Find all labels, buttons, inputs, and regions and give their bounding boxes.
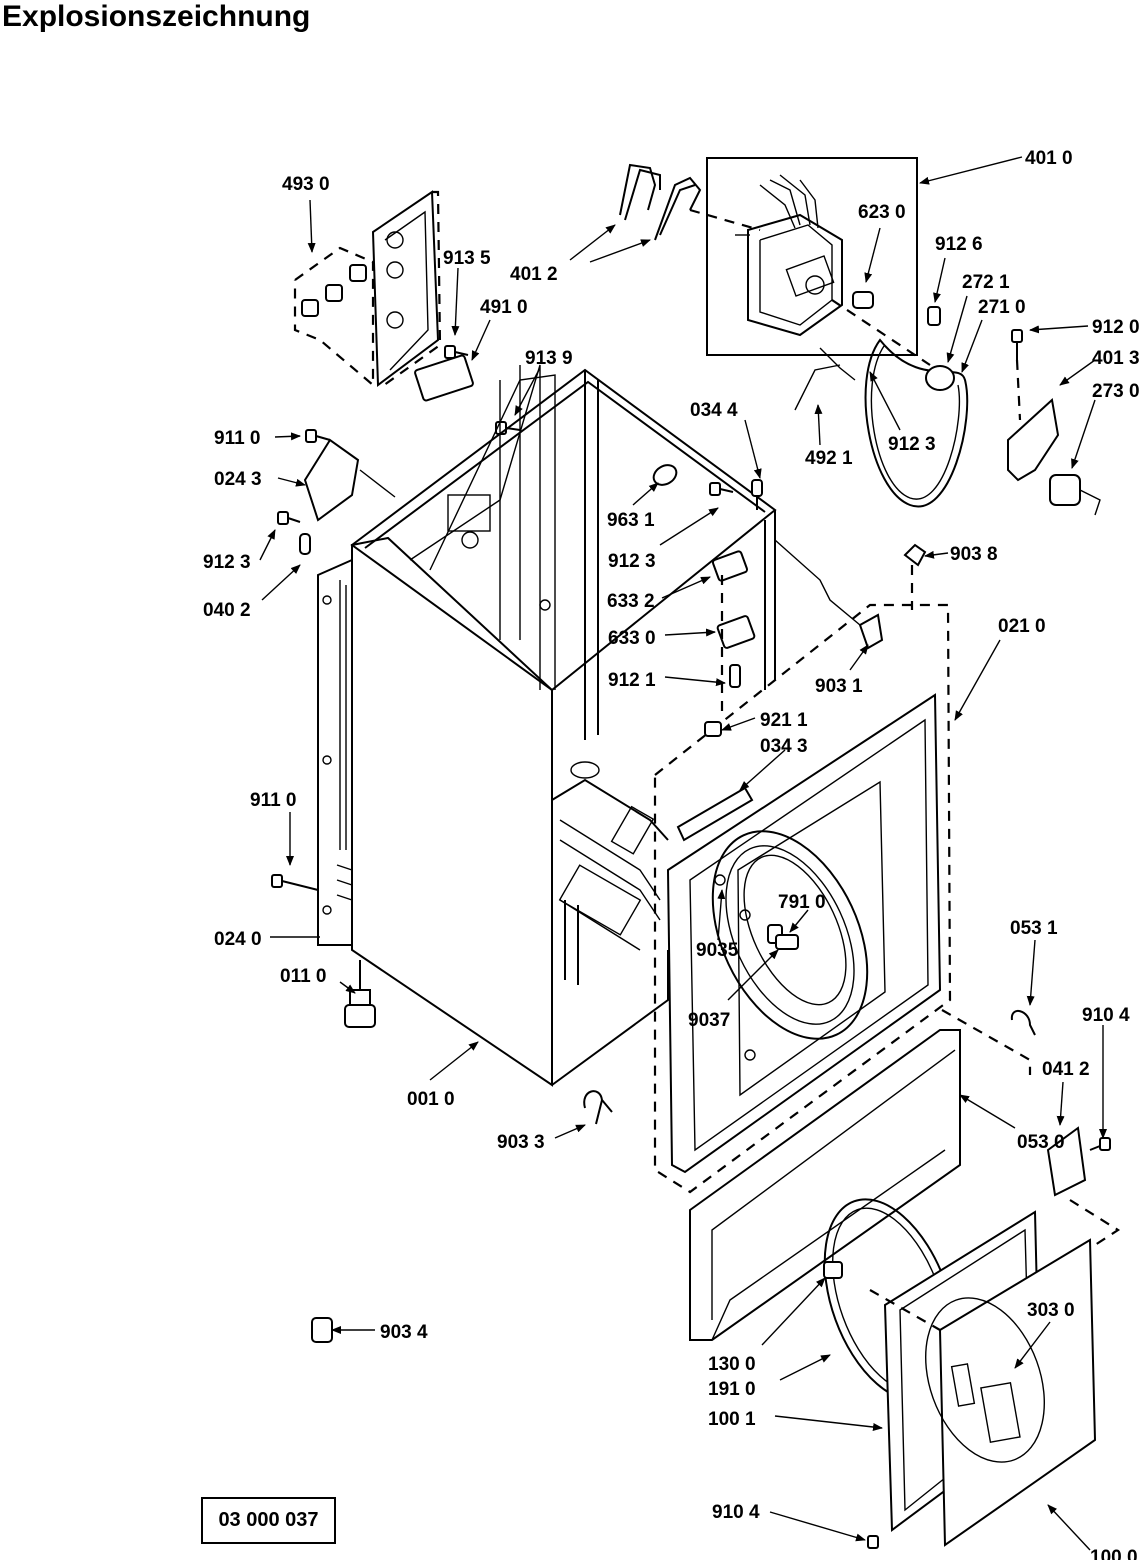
label-921-1: 921 1 xyxy=(760,710,808,731)
label-271-0: 271 0 xyxy=(978,297,1026,318)
label-623-0: 623 0 xyxy=(858,202,906,223)
label-903-3: 903 3 xyxy=(497,1132,545,1153)
label-401-2: 401 2 xyxy=(510,264,558,285)
label-633-2: 633 2 xyxy=(607,591,655,612)
label-903-4: 903 4 xyxy=(380,1322,428,1343)
leader-lines xyxy=(259,156,1107,1551)
label-001-0: 001 0 xyxy=(407,1089,455,1110)
label-911-0-top: 911 0 xyxy=(214,428,261,449)
label-912-0: 912 0 xyxy=(1092,317,1140,338)
drive-belt xyxy=(794,306,969,508)
side-rail xyxy=(317,558,353,946)
motor-assembly xyxy=(619,157,931,366)
label-273-0: 273 0 xyxy=(1092,381,1140,402)
label-053-1: 053 1 xyxy=(1010,918,1058,939)
cover-plate xyxy=(303,438,396,522)
drawing-reference-number: 03 000 037 xyxy=(201,1497,336,1544)
label-053-0: 053 0 xyxy=(1017,1132,1065,1153)
label-040-2: 040 2 xyxy=(203,600,251,621)
label-493-0: 493 0 xyxy=(282,174,330,195)
part-labels: 493 0 913 5 491 0 401 2 401 0 623 0 912 … xyxy=(203,148,1140,1560)
label-913-5: 913 5 xyxy=(443,248,491,269)
label-011-0: 011 0 xyxy=(280,966,327,987)
label-272-1: 272 1 xyxy=(962,272,1010,293)
label-633-0: 633 0 xyxy=(608,628,656,649)
label-963-1: 963 1 xyxy=(607,510,655,531)
label-401-0: 401 0 xyxy=(1025,148,1073,169)
label-912-3-left: 912 3 xyxy=(203,552,251,573)
label-9035: 9035 xyxy=(696,940,739,961)
label-903-8: 903 8 xyxy=(950,544,998,565)
foot xyxy=(344,960,376,1028)
label-912-3-belt: 912 3 xyxy=(888,434,936,455)
label-910-4-bottom: 910 4 xyxy=(712,1502,760,1523)
label-130-0: 130 0 xyxy=(708,1354,756,1375)
label-100-1: 100 1 xyxy=(708,1409,756,1430)
label-913-9: 913 9 xyxy=(525,348,573,369)
label-041-2: 041 2 xyxy=(1042,1059,1090,1080)
label-903-1: 903 1 xyxy=(815,676,863,697)
label-791-0: 791 0 xyxy=(778,892,826,913)
label-021-0: 021 0 xyxy=(998,616,1046,637)
front-panel xyxy=(653,603,952,1194)
cabinet-body xyxy=(350,364,777,1087)
label-912-6: 912 6 xyxy=(935,234,983,255)
door-assembly xyxy=(823,1198,1097,1547)
label-191-0: 191 0 xyxy=(708,1379,756,1400)
label-911-0-side: 911 0 xyxy=(250,790,297,811)
label-034-3: 034 3 xyxy=(760,736,808,757)
label-910-4-top: 910 4 xyxy=(1082,1005,1130,1026)
label-034-4: 034 4 xyxy=(690,400,738,421)
idler-bracket xyxy=(1007,398,1101,516)
page-title: Explosionszeichnung xyxy=(2,0,311,33)
label-401-3: 401 3 xyxy=(1092,348,1140,369)
heater-bracket xyxy=(293,190,474,402)
label-912-3-mid: 912 3 xyxy=(608,551,656,572)
label-9037: 9037 xyxy=(688,1010,730,1031)
label-100-0: 100 0 xyxy=(1090,1547,1138,1560)
label-303-0: 303 0 xyxy=(1027,1300,1075,1321)
label-024-3: 024 3 xyxy=(214,469,262,490)
label-492-1: 492 1 xyxy=(805,448,853,469)
label-491-0: 491 0 xyxy=(480,297,528,318)
label-024-0: 024 0 xyxy=(214,929,262,950)
label-912-1: 912 1 xyxy=(608,670,656,691)
